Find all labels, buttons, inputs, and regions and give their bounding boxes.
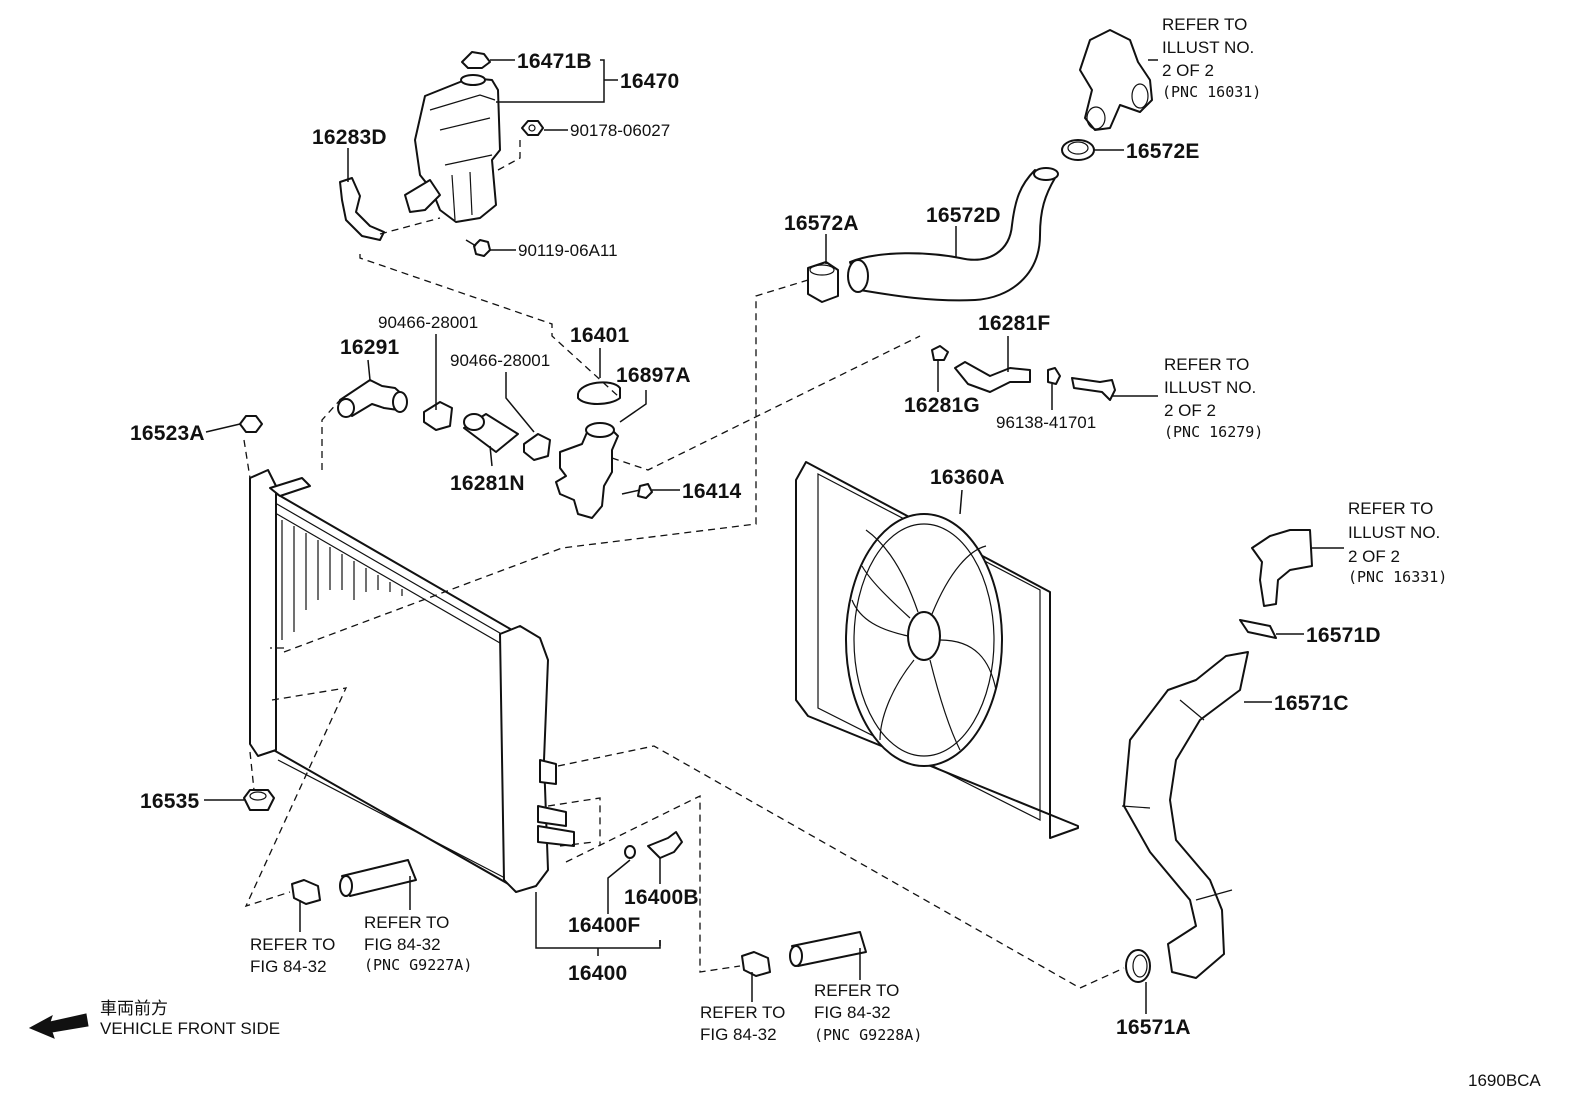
clamp-lower-middle[interactable] <box>741 951 771 977</box>
svg-text:(PNC 16031): (PNC 16031) <box>1162 83 1261 101</box>
svg-text:2 OF 2: 2 OF 2 <box>1164 401 1216 420</box>
svg-text:REFER TO: REFER TO <box>1348 499 1433 518</box>
label-16400F[interactable]: 16400F <box>568 914 640 937</box>
svg-text:FIG 84-32: FIG 84-32 <box>250 957 327 976</box>
bush-16523A[interactable] <box>239 415 263 433</box>
svg-text:REFER TO: REFER TO <box>250 935 335 954</box>
label-96138-41701[interactable]: 96138-41701 <box>996 413 1096 432</box>
radiator-core[interactable] <box>249 469 575 893</box>
illustration-code: 1690BCA <box>1468 1071 1541 1090</box>
svg-text:REFER TO: REFER TO <box>364 913 449 932</box>
water-inlet-16331[interactable] <box>1251 529 1313 607</box>
dashed-reference-lines <box>243 138 1125 989</box>
label-90466-28001-b[interactable]: 90466-28001 <box>450 351 550 370</box>
svg-text:FIG 84-32: FIG 84-32 <box>364 935 441 954</box>
drain-cock-16400B[interactable] <box>647 831 683 859</box>
svg-text:2 OF 2: 2 OF 2 <box>1348 547 1400 566</box>
label-16571C[interactable]: 16571C <box>1274 692 1349 715</box>
label-16400[interactable]: 16400 <box>568 962 627 985</box>
water-outlet[interactable] <box>1079 29 1153 131</box>
label-16281F[interactable]: 16281F <box>978 312 1050 335</box>
front-label-en: VEHICLE FRONT SIDE <box>100 1019 280 1038</box>
svg-text:FIG 84-32: FIG 84-32 <box>700 1025 777 1044</box>
hose-lower-left[interactable] <box>339 859 417 897</box>
svg-text:(PNC G9227A): (PNC G9227A) <box>364 956 472 974</box>
hose-16281F[interactable] <box>954 361 1031 393</box>
svg-text:ILLUST NO.: ILLUST NO. <box>1348 523 1440 542</box>
hose-16283D[interactable] <box>339 177 385 241</box>
label-16283D[interactable]: 16283D <box>312 126 387 149</box>
clamp-lower-left[interactable] <box>291 879 321 905</box>
label-90178-06027[interactable]: 90178-06027 <box>570 121 670 140</box>
svg-text:(PNC 16331): (PNC 16331) <box>1348 568 1447 586</box>
label-16572A[interactable]: 16572A <box>784 212 859 235</box>
label-90119-06A11[interactable]: 90119-06A11 <box>518 241 618 260</box>
clamp-16571A[interactable] <box>1125 949 1151 983</box>
label-16401[interactable]: 16401 <box>570 324 630 347</box>
bolt-90119[interactable] <box>465 239 491 257</box>
clip-16281G[interactable] <box>931 345 949 361</box>
label-16571A[interactable]: 16571A <box>1116 1016 1191 1039</box>
radiator-cap-16401[interactable] <box>577 381 621 405</box>
svg-text:REFER TO: REFER TO <box>700 1003 785 1022</box>
front-arrow-icon <box>28 1013 89 1039</box>
svg-text:(PNC G9228A): (PNC G9228A) <box>814 1026 922 1044</box>
svg-text:REFER TO: REFER TO <box>1162 15 1247 34</box>
bush-16535[interactable] <box>243 789 275 811</box>
refer-fig-note-2[interactable]: REFER TO FIG 84-32 (PNC G9227A) <box>364 913 472 974</box>
clamp-16571D[interactable] <box>1239 619 1277 639</box>
label-16470[interactable]: 16470 <box>620 70 679 93</box>
label-16360A[interactable]: 16360A <box>930 466 1005 489</box>
svg-text:REFER TO: REFER TO <box>814 981 899 1000</box>
fan-shroud[interactable] <box>795 461 1079 839</box>
label-16535[interactable]: 16535 <box>140 790 200 813</box>
nut-90178[interactable] <box>521 120 544 136</box>
reservoir-tank[interactable] <box>404 74 501 223</box>
clamp-16572E[interactable] <box>1061 139 1095 161</box>
clip-96138[interactable] <box>1047 367 1061 385</box>
o-ring-16400F[interactable] <box>624 845 636 859</box>
refer-fig-note-4[interactable]: REFER TO FIG 84-32 (PNC G9228A) <box>814 981 922 1044</box>
hose-16571C[interactable] <box>1121 651 1249 979</box>
label-16571D[interactable]: 16571D <box>1306 624 1381 647</box>
svg-text:ILLUST NO.: ILLUST NO. <box>1164 378 1256 397</box>
bolt-16414[interactable] <box>621 483 653 499</box>
label-16414[interactable]: 16414 <box>682 480 742 503</box>
svg-text:ILLUST NO.: ILLUST NO. <box>1162 38 1254 57</box>
label-16281N[interactable]: 16281N <box>450 472 525 495</box>
hose-16572D[interactable] <box>847 167 1059 302</box>
vehicle-front-indicator: 車両前方 VEHICLE FRONT SIDE <box>28 999 280 1039</box>
label-16281G[interactable]: 16281G <box>904 394 980 417</box>
clamp-90466-a[interactable] <box>423 401 453 431</box>
svg-text:REFER TO: REFER TO <box>1164 355 1249 374</box>
label-16897A[interactable]: 16897A <box>616 364 691 387</box>
label-90466-28001-a[interactable]: 90466-28001 <box>378 313 478 332</box>
label-16572D[interactable]: 16572D <box>926 204 1001 227</box>
reservoir-cap[interactable] <box>461 51 491 69</box>
svg-text:2 OF 2: 2 OF 2 <box>1162 61 1214 80</box>
svg-text:FIG 84-32: FIG 84-32 <box>814 1003 891 1022</box>
refer-fig-note-3[interactable]: REFER TO FIG 84-32 <box>700 1003 785 1044</box>
refer-note-16031[interactable]: REFER TO ILLUST NO. 2 OF 2 (PNC 16031) <box>1162 15 1261 101</box>
refer-fig-note-1[interactable]: REFER TO FIG 84-32 <box>250 935 335 976</box>
label-16523A[interactable]: 16523A <box>130 422 205 445</box>
hose-lower-middle[interactable] <box>789 931 867 967</box>
label-16291[interactable]: 16291 <box>340 336 400 359</box>
hose-16291[interactable] <box>337 379 408 418</box>
label-16471B[interactable]: 16471B <box>517 50 592 73</box>
filler-neck-16897A[interactable] <box>555 422 619 519</box>
part-labels: 16471B 16470 90178-06027 16283D 90119-06… <box>130 50 1381 1039</box>
refer-note-16279[interactable]: REFER TO ILLUST NO. 2 OF 2 (PNC 16279) <box>1164 355 1263 441</box>
hose-16281N[interactable] <box>463 413 519 453</box>
leader-lines <box>204 59 1344 1014</box>
clamp-16572A[interactable] <box>807 261 839 303</box>
pipe-16279[interactable] <box>1071 377 1116 401</box>
clamp-90466-b[interactable] <box>523 433 551 461</box>
label-16400B[interactable]: 16400B <box>624 886 699 909</box>
svg-text:(PNC 16279): (PNC 16279) <box>1164 423 1263 441</box>
refer-note-16331[interactable]: REFER TO ILLUST NO. 2 OF 2 (PNC 16331) <box>1348 499 1447 586</box>
label-16572E[interactable]: 16572E <box>1126 140 1200 163</box>
front-label-jp: 車両前方 <box>100 999 168 1018</box>
